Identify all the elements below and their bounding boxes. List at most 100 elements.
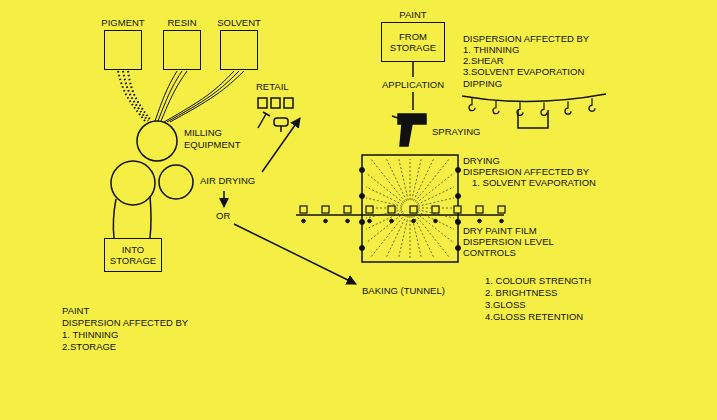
heat-ray — [412, 216, 422, 258]
annotation-text: RETAIL — [256, 82, 289, 92]
spray-gun — [398, 114, 426, 146]
annotation-text: 3.SOLVENT EVAPORATION — [463, 67, 584, 77]
dip-conveyor — [462, 94, 606, 102]
pigment-stream — [123, 71, 148, 121]
dip-hook — [541, 102, 547, 115]
heat-ray — [412, 159, 421, 200]
lamp-dot — [360, 220, 365, 225]
heat-ray — [366, 211, 403, 229]
annotation-text: 2. BRIGHTNESS — [485, 288, 557, 298]
resin-stream — [161, 71, 187, 121]
heat-ray — [399, 159, 408, 200]
conveyor-dot — [346, 219, 350, 223]
annotation-text: 4.GLOSS RETENTION — [485, 312, 583, 322]
brush — [258, 112, 270, 128]
annotation-text: DISPERSION AFFECTED BY — [463, 167, 589, 177]
annotation-text: APPLICATION — [382, 80, 444, 90]
dip-hook — [565, 101, 571, 114]
annotation-text: 1. THINNING — [62, 330, 118, 340]
annotation-text: MILLING — [184, 128, 222, 138]
annotation-text: EQUIPMENT — [184, 140, 240, 150]
dip-hook — [589, 98, 595, 111]
dip-hook — [493, 101, 499, 114]
annotation-text: DIPPING — [463, 79, 502, 89]
lamp-dot — [456, 246, 461, 251]
annotation-text: 2.STORAGE — [62, 342, 116, 352]
conveyor-part — [454, 206, 461, 213]
paint-tin — [271, 98, 280, 108]
application-line — [412, 92, 414, 110]
dip-hook — [469, 98, 475, 111]
resin-stream — [158, 71, 182, 121]
heat-ray — [371, 159, 405, 202]
lamp-dot — [360, 194, 365, 199]
annotation-text: CONTROLS — [463, 248, 516, 258]
conveyor-dot — [390, 219, 394, 223]
flow-arrow — [262, 118, 300, 172]
ingredient-container: RESIN — [163, 30, 201, 70]
application-line — [412, 62, 414, 77]
annotation-text: DISPERSION AFFECTED BY — [62, 318, 188, 328]
annotation-text: OR — [216, 211, 230, 221]
heat-ray — [410, 216, 411, 258]
roller-handle — [280, 126, 282, 132]
lamp-dot — [360, 246, 365, 251]
lamp-dot — [456, 168, 461, 173]
storage-box: INTO STORAGE — [104, 238, 162, 272]
heat-ray — [416, 213, 454, 243]
annotation-text: BAKING (TUNNEL) — [362, 286, 445, 296]
annotation-text: SPRAYING — [432, 127, 480, 137]
solvent-stream — [170, 71, 244, 122]
box-heading: PIGMENT — [101, 18, 144, 28]
annotation-text: 1. COLOUR STRENGTH — [485, 276, 591, 286]
dip-hook — [517, 102, 523, 115]
heat-ray — [417, 211, 454, 229]
annotation-text: 3.GLOSS — [485, 300, 526, 310]
annotation-text: DRY PAINT FILM — [463, 226, 537, 236]
conveyor-part — [344, 206, 351, 213]
tunnel-conveyor — [296, 214, 504, 216]
paint-tin — [284, 98, 293, 108]
mill-roll — [137, 121, 177, 161]
flow-arrow — [223, 191, 225, 207]
annotation-text: DISPERSION LEVEL — [463, 237, 554, 247]
feed-line — [150, 196, 151, 238]
annotation-text: 1. SOLVENT EVAPORATION — [472, 178, 596, 188]
conveyor-part — [322, 206, 329, 213]
heat-ray — [418, 198, 454, 206]
conveyor-dot — [368, 219, 372, 223]
annotation-text: 2.SHEAR — [463, 56, 504, 66]
conveyor-dot — [324, 219, 328, 223]
conveyor-part — [432, 206, 439, 213]
mill-roll — [159, 165, 193, 199]
mill-roll — [111, 161, 155, 205]
heat-ray — [410, 159, 411, 200]
solvent-stream — [167, 71, 239, 122]
spray-nozzle — [392, 116, 398, 118]
feed-line — [113, 199, 116, 238]
conveyor-dot — [500, 219, 504, 223]
storage-box: PAINTFROM STORAGE — [381, 22, 445, 62]
box-heading: RESIN — [167, 18, 196, 28]
box-heading: PAINT — [399, 10, 426, 20]
conveyor-dot — [434, 219, 438, 223]
heat-ray — [399, 216, 409, 258]
conveyor-part — [498, 206, 505, 213]
conveyor-part — [410, 206, 417, 213]
conveyor-dot — [478, 219, 482, 223]
pigment-stream — [118, 71, 145, 121]
box-text: FROM STORAGE — [382, 29, 444, 56]
lamp-dot — [456, 194, 461, 199]
resin-stream — [155, 71, 177, 121]
heat-ray — [366, 198, 402, 206]
conveyor-part — [388, 206, 395, 213]
annotation-text: DRYING — [463, 156, 500, 166]
heat-ray — [386, 215, 407, 258]
heat-ray — [416, 173, 454, 203]
flow-arrow — [234, 224, 356, 284]
lamp-dot — [456, 220, 461, 225]
paint-tin — [258, 98, 267, 108]
annotation-text: PAINT — [62, 306, 89, 316]
heat-ray — [417, 187, 454, 205]
